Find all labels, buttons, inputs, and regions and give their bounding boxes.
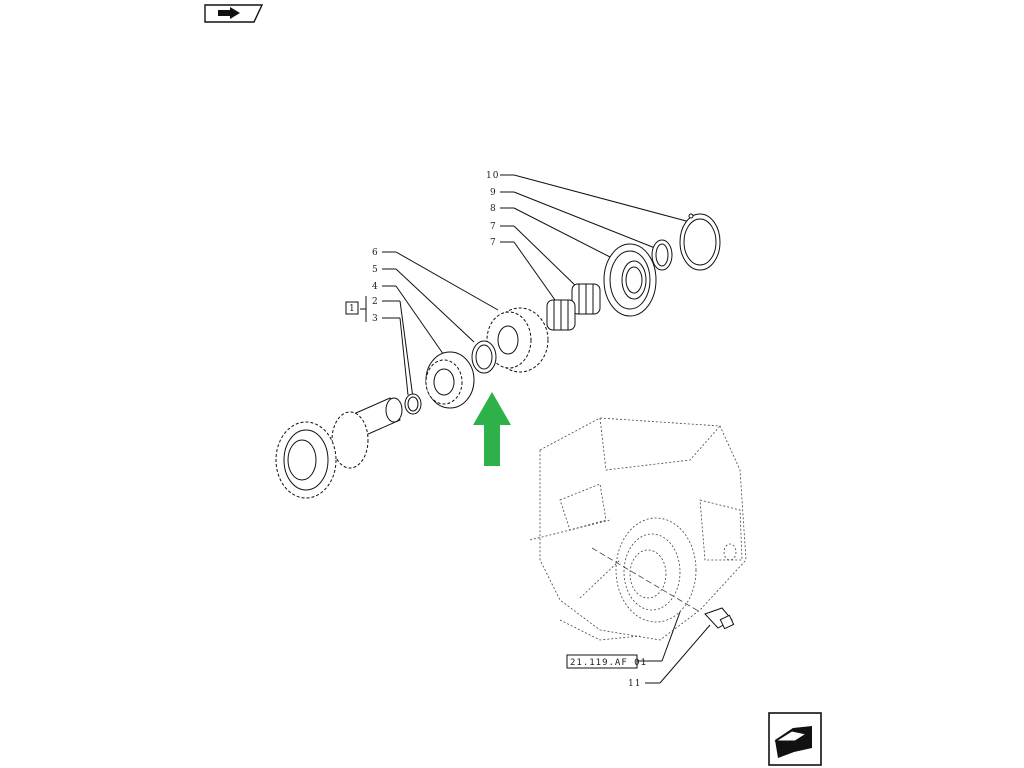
nav-forward-button[interactable] bbox=[768, 712, 822, 766]
callout-7a: 7 bbox=[490, 222, 497, 232]
transmission-housing bbox=[529, 417, 747, 641]
bearing-8 bbox=[603, 243, 657, 317]
callout-5: 5 bbox=[372, 265, 379, 275]
reference-code: 21.119.AF 01 bbox=[570, 658, 647, 668]
arrow-right-icon bbox=[774, 726, 812, 758]
needle-cage-7a bbox=[571, 283, 601, 315]
callout-4: 4 bbox=[372, 282, 379, 292]
callout-3: 3 bbox=[372, 314, 379, 324]
callout-2: 2 bbox=[372, 297, 379, 307]
sleeve-hub-4 bbox=[425, 351, 475, 409]
sensor-11 bbox=[704, 607, 735, 630]
kit-box: 1 bbox=[345, 301, 359, 315]
callout-7b: 7 bbox=[490, 238, 497, 248]
nav-back-button[interactable] bbox=[204, 4, 264, 23]
shaft-gear bbox=[275, 397, 403, 499]
callout-6: 6 bbox=[372, 248, 379, 258]
leader-lines bbox=[360, 174, 711, 684]
kit-box-label: 1 bbox=[349, 304, 356, 314]
highlight-arrow bbox=[473, 392, 511, 466]
callout-8: 8 bbox=[490, 204, 497, 214]
reference-link[interactable]: 21.119.AF 01 bbox=[566, 654, 647, 669]
washer-9 bbox=[651, 239, 673, 271]
callout-11: 11 bbox=[628, 679, 641, 689]
ring-3 bbox=[404, 393, 422, 415]
snap-ring-10 bbox=[679, 213, 721, 271]
arrow-left-icon bbox=[218, 7, 240, 19]
gear-6 bbox=[486, 307, 549, 373]
needle-cage-7b bbox=[546, 299, 576, 331]
callout-9: 9 bbox=[490, 188, 497, 198]
callout-10: 10 bbox=[486, 171, 499, 181]
thrust-washer-5 bbox=[471, 340, 497, 374]
